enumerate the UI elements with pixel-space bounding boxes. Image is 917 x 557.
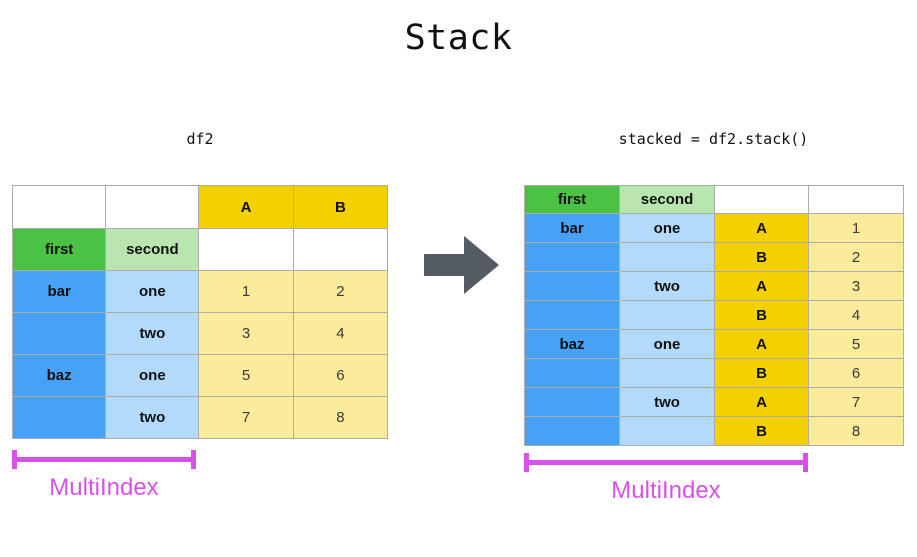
column-header-a: A bbox=[198, 185, 294, 229]
table-row: B 6 bbox=[524, 358, 904, 388]
left-table-caption: df2 bbox=[186, 130, 214, 148]
index-first-level: baz bbox=[11, 354, 107, 397]
table-row: baz one A 5 bbox=[524, 329, 904, 359]
data-cell-value: 7 bbox=[808, 387, 904, 417]
index-second-level: two bbox=[105, 396, 200, 439]
stacked-table: first second bar one A 1 B 2 two A 3 B bbox=[524, 185, 904, 446]
data-cell-value: 2 bbox=[808, 242, 904, 272]
index-name-first: first bbox=[11, 228, 107, 271]
table-row: two 7 8 bbox=[11, 396, 389, 439]
table-row: bar one 1 2 bbox=[11, 270, 389, 313]
table-row: two A 7 bbox=[524, 387, 904, 417]
multiindex-bracket-right bbox=[524, 453, 808, 472]
index-third-level: B bbox=[714, 242, 809, 272]
data-cell-b: 2 bbox=[292, 270, 389, 313]
data-cell-b: 8 bbox=[292, 396, 389, 439]
index-second-level bbox=[619, 358, 715, 388]
index-first-level: bar bbox=[524, 213, 620, 243]
index-second-level: two bbox=[619, 387, 715, 417]
table-row: two 3 4 bbox=[11, 312, 389, 355]
index-first-level bbox=[11, 396, 107, 439]
data-cell-value: 1 bbox=[808, 213, 904, 243]
index-second-level bbox=[619, 300, 715, 330]
data-cell-value: 8 bbox=[808, 416, 904, 446]
table-row: two A 3 bbox=[524, 271, 904, 301]
index-third-level: A bbox=[714, 387, 809, 417]
df2-table: A B first second bar one 1 2 two 3 4 baz… bbox=[11, 185, 389, 439]
index-second-level bbox=[619, 242, 715, 272]
index-third-level: A bbox=[714, 271, 809, 301]
data-cell-a: 1 bbox=[198, 270, 294, 313]
data-cell-a: 7 bbox=[198, 396, 294, 439]
index-second-level: two bbox=[619, 271, 715, 301]
index-first-level bbox=[524, 300, 620, 330]
index-third-level: A bbox=[714, 213, 809, 243]
bracket-cap-right bbox=[191, 450, 196, 469]
bracket-cap-right bbox=[803, 453, 808, 472]
index-name-first: first bbox=[524, 185, 620, 214]
column-header-row: A B bbox=[11, 185, 389, 229]
index-first-level bbox=[11, 312, 107, 355]
blank-cell-value bbox=[808, 185, 904, 214]
index-first-level bbox=[524, 416, 620, 446]
index-third-level: B bbox=[714, 416, 809, 446]
right-table-caption: stacked = df2.stack() bbox=[618, 130, 809, 148]
index-second-level: one bbox=[619, 329, 715, 359]
index-third-level: B bbox=[714, 300, 809, 330]
index-second-level: one bbox=[619, 213, 715, 243]
data-cell-value: 6 bbox=[808, 358, 904, 388]
data-cell-b: 6 bbox=[292, 354, 389, 397]
index-name-second: second bbox=[105, 228, 200, 271]
bracket-bar bbox=[12, 457, 196, 462]
index-name-second: second bbox=[619, 185, 715, 214]
index-first-level: baz bbox=[524, 329, 620, 359]
data-cell-value: 5 bbox=[808, 329, 904, 359]
index-name-row: first second bbox=[524, 185, 904, 214]
index-second-level: one bbox=[105, 270, 200, 313]
data-cell-a: 5 bbox=[198, 354, 294, 397]
index-first-level bbox=[524, 358, 620, 388]
data-cell-a: 3 bbox=[198, 312, 294, 355]
index-second-level: one bbox=[105, 354, 200, 397]
blank-cell-ab bbox=[714, 185, 809, 214]
data-cell-value: 3 bbox=[808, 271, 904, 301]
corner-cell-2 bbox=[105, 185, 200, 229]
table-row: B 4 bbox=[524, 300, 904, 330]
page-title: Stack bbox=[404, 18, 513, 58]
multiindex-label-right: MultiIndex bbox=[611, 477, 721, 504]
index-first-level bbox=[524, 387, 620, 417]
index-name-row: first second bbox=[11, 228, 389, 271]
multiindex-bracket-left bbox=[12, 450, 196, 469]
multiindex-label-left: MultiIndex bbox=[49, 474, 159, 501]
index-first-level bbox=[524, 242, 620, 272]
data-cell-b: 4 bbox=[292, 312, 389, 355]
table-row: bar one A 1 bbox=[524, 213, 904, 243]
column-header-b: B bbox=[292, 185, 389, 229]
data-cell-value: 4 bbox=[808, 300, 904, 330]
table-row: B 2 bbox=[524, 242, 904, 272]
table-row: B 8 bbox=[524, 416, 904, 446]
index-third-level: A bbox=[714, 329, 809, 359]
index-second-level bbox=[619, 416, 715, 446]
index-second-level: two bbox=[105, 312, 200, 355]
index-first-level: bar bbox=[11, 270, 107, 313]
blank-cell-b bbox=[292, 228, 389, 271]
corner-cell-1 bbox=[11, 185, 107, 229]
right-arrow-icon bbox=[424, 236, 499, 294]
index-third-level: B bbox=[714, 358, 809, 388]
table-row: baz one 5 6 bbox=[11, 354, 389, 397]
index-first-level bbox=[524, 271, 620, 301]
bracket-bar bbox=[524, 460, 808, 465]
blank-cell-a bbox=[198, 228, 294, 271]
